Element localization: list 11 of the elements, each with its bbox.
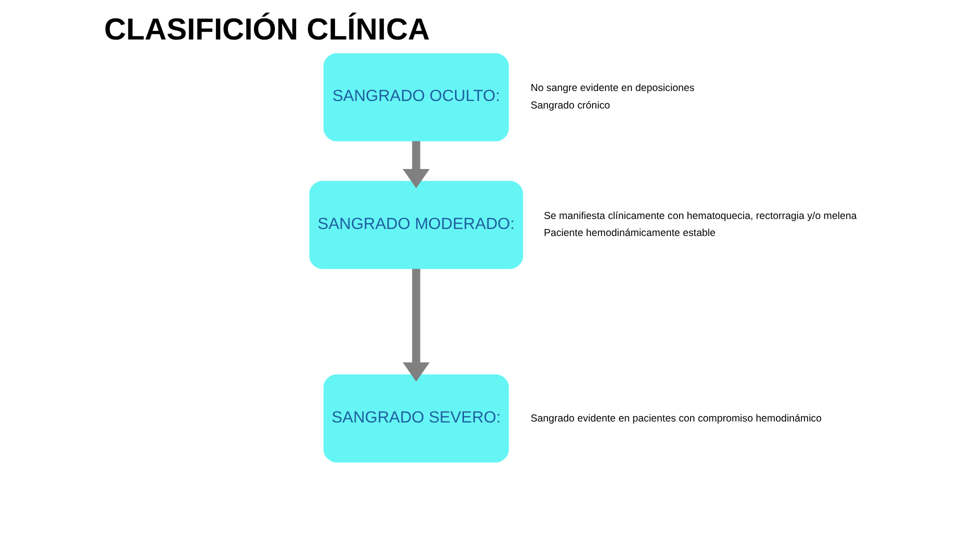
node-label: No sangre evidente en deposiciones xyxy=(530,83,694,94)
node-box: SANGRADO OCULTO: xyxy=(323,53,509,142)
node-box: SANGRADO SEVERO: xyxy=(323,374,509,462)
arrow xyxy=(402,268,430,382)
diagram-title: CLASIFICIÓN CLÍNICA xyxy=(104,12,430,47)
arrow xyxy=(402,141,430,188)
node-label: Sangrado evidente en pacientes con compromiso hemodinámico xyxy=(530,413,822,424)
node-label: Se manifiesta clínicamente con hematoquecia, rectorragia y/o melena xyxy=(544,210,857,222)
node-box: SANGRADO MODERADO: xyxy=(309,180,524,269)
node-label: Sangrado crónico xyxy=(530,100,610,112)
node-label: Paciente hemodinámicamente estable xyxy=(544,228,716,240)
